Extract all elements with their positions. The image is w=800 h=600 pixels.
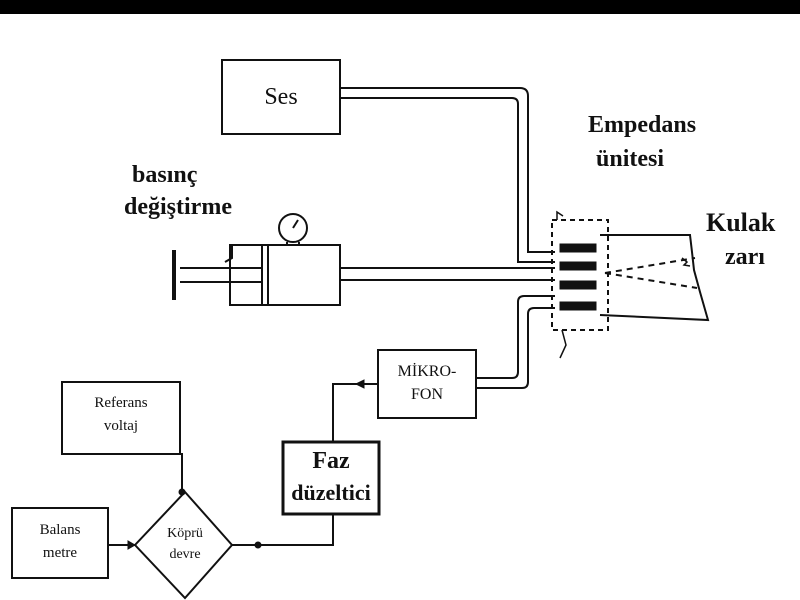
empedans-label-2: ünitesi (596, 146, 665, 172)
kulak-label-2: zarı (725, 244, 765, 270)
empedans-unit-box (551, 219, 609, 331)
pump-cylinder (229, 244, 341, 306)
ses-label: Ses (264, 84, 298, 110)
kopru-label-1: Köprü (167, 526, 203, 541)
referans-label-2: voltaj (103, 418, 139, 434)
basinc-label-2: değiştirme (124, 194, 232, 220)
referans-label-1: Referans (94, 395, 148, 411)
empedans-label-1: Empedans (588, 112, 697, 138)
mikrofon-box (377, 349, 477, 419)
ear-canal (599, 234, 710, 322)
mikrofon-label-1: MİKRO- (397, 363, 457, 380)
transducer-3 (559, 280, 597, 290)
balans-label-2: metre (42, 545, 78, 561)
balans-label-1: Balans (39, 522, 81, 538)
balans-metre-box (11, 507, 109, 579)
mikrofon-label-2: FON (410, 386, 443, 403)
kopru-label-2: devre (169, 547, 201, 562)
mikrofon-tube (476, 295, 555, 379)
faz-duzeltici-box (281, 440, 381, 516)
transducer-2 (559, 261, 597, 271)
referans-voltaj-box (61, 381, 181, 455)
transducer-1 (559, 243, 597, 253)
basinc-label-1: basınç (132, 162, 198, 188)
pressure-gauge-icon (278, 213, 308, 243)
kopru-devre-diamond (133, 490, 234, 600)
top-black-bar (0, 0, 800, 14)
faz-label-2: düzeltici (291, 480, 371, 505)
faz-label-1: Faz (312, 448, 350, 474)
ses-tube (340, 87, 555, 253)
transducer-4 (559, 301, 597, 311)
kulak-label-1: Kulak (706, 208, 776, 237)
